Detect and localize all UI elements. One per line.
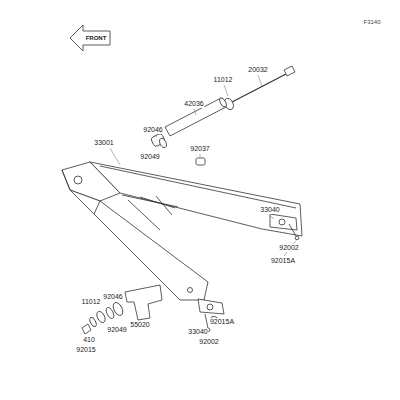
callout-number: 33040 bbox=[187, 328, 208, 336]
front-label: FRONT bbox=[85, 34, 108, 42]
sleeve bbox=[165, 98, 226, 136]
chain-guide bbox=[125, 285, 162, 320]
clip bbox=[196, 158, 205, 165]
callout-number: 11012 bbox=[213, 76, 234, 84]
callout-number: 92049 bbox=[139, 153, 160, 161]
callout-number: 11012 bbox=[81, 298, 102, 306]
callout-number: 92015A bbox=[209, 318, 235, 326]
callout-number: 92046 bbox=[142, 126, 163, 134]
callout-number: 55020 bbox=[129, 321, 150, 329]
leader-lines bbox=[110, 75, 296, 320]
callout-number: 410 bbox=[82, 336, 96, 344]
front-arrow bbox=[70, 25, 110, 51]
callout-number: 92046 bbox=[102, 293, 123, 301]
callout-number: 92015 bbox=[75, 346, 96, 354]
callout-number: 92049 bbox=[106, 326, 127, 334]
callout-number: 92015A bbox=[270, 257, 296, 265]
callout-number: 42036 bbox=[183, 100, 204, 108]
chain-adjuster bbox=[270, 214, 299, 240]
callout-number: 92037 bbox=[189, 145, 210, 153]
callout-number: 92002 bbox=[278, 244, 299, 252]
swingarm bbox=[62, 162, 302, 300]
callout-number: 92002 bbox=[198, 338, 219, 346]
chain-adjuster bbox=[198, 299, 224, 332]
figure-code: F3140 bbox=[362, 18, 381, 26]
callout-number: 33040 bbox=[259, 206, 280, 214]
callout-number: 20032 bbox=[247, 66, 268, 74]
seal bbox=[158, 137, 168, 149]
callout-number: 33001 bbox=[93, 139, 114, 147]
